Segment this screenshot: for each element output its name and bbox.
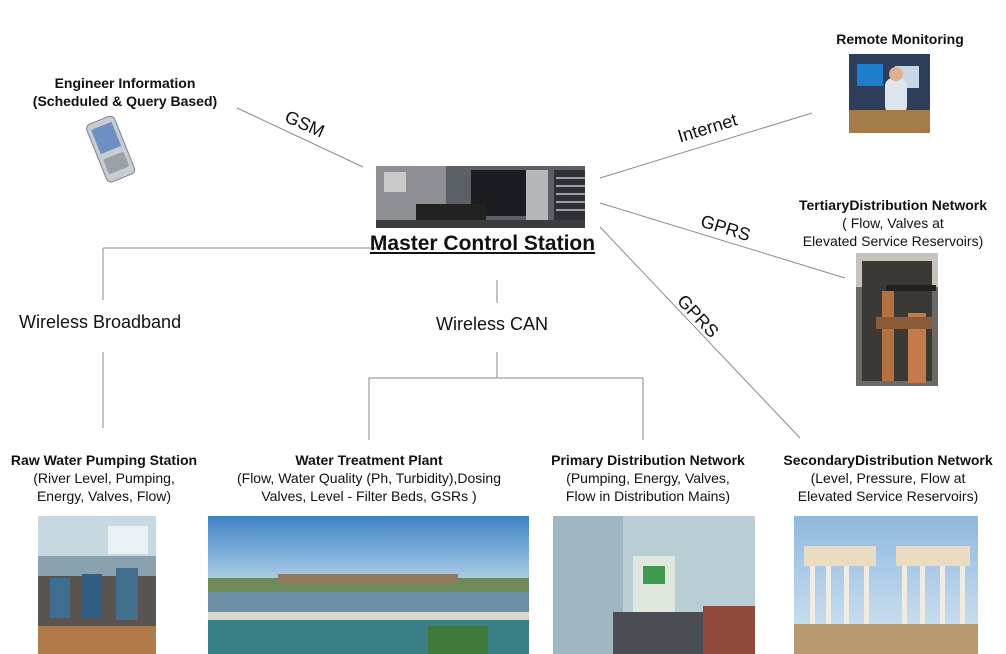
raw-water-label: Raw Water Pumping Station (River Level, … [0, 451, 208, 505]
raw-water-title: Raw Water Pumping Station [10, 452, 198, 468]
secondary-network-title: SecondaryDistribution Network [783, 452, 993, 468]
primary-network-title: Primary Distribution Network [551, 452, 745, 468]
control-room-photo [376, 166, 585, 228]
primary-network-label: Primary Distribution Network (Pumping, E… [535, 451, 761, 505]
secondary-network-line2: Elevated Service Reservoirs) [797, 488, 979, 504]
treatment-plant-line1: (Flow, Water Quality (Ph, Turbidity),Dos… [236, 470, 501, 486]
treatment-plant-label: Water Treatment Plant (Flow, Water Quali… [200, 451, 538, 505]
gsm-connector [236, 107, 364, 168]
wireless-can-label: Wireless CAN [436, 314, 549, 334]
secondary-network-label: SecondaryDistribution Network (Level, Pr… [770, 451, 1006, 505]
remote-monitoring-label: Remote Monitoring [800, 30, 1000, 48]
treatment-plant-photo [208, 516, 529, 654]
engineer-info-label: Engineer Information (Scheduled & Query … [10, 74, 240, 110]
gprs-secondary-connector [599, 226, 801, 439]
secondary-network-line1: (Level, Pressure, Flow at [810, 470, 966, 486]
water-tower-photo [794, 516, 978, 654]
raw-water-line1: (River Level, Pumping, [33, 470, 175, 486]
tertiary-network-line2: Elevated Service Reservoirs) [802, 233, 984, 249]
primary-network-line1: (Pumping, Energy, Valves, [566, 470, 730, 486]
tertiary-network-title: TertiaryDistribution Network [799, 197, 987, 213]
gprs-tertiary-connector [599, 202, 846, 279]
engineer-info-title: Engineer Information [54, 75, 196, 91]
master-control-station-title: Master Control Station [369, 232, 596, 255]
tertiary-network-line1: ( Flow, Valves at [842, 215, 944, 231]
engineer-info-subtitle: (Scheduled & Query Based) [32, 93, 218, 109]
operator-workstation-photo [849, 54, 930, 133]
treatment-plant-title: Water Treatment Plant [295, 452, 443, 468]
internet-connector [599, 112, 813, 179]
pda-device-icon [82, 112, 140, 188]
raw-water-line2: Energy, Valves, Flow) [36, 488, 172, 504]
valve-chamber-photo [856, 253, 938, 386]
pump-house-photo [38, 516, 156, 654]
remote-monitoring-title: Remote Monitoring [836, 31, 964, 47]
panel-room-photo [553, 516, 755, 654]
treatment-plant-line2: Valves, Level - Filter Beds, GSRs ) [261, 488, 477, 504]
primary-network-line2: Flow in Distribution Mains) [565, 488, 731, 504]
wireless-broadband-label: Wireless Broadband [19, 312, 182, 332]
tertiary-network-label: TertiaryDistribution Network ( Flow, Val… [780, 196, 1006, 250]
